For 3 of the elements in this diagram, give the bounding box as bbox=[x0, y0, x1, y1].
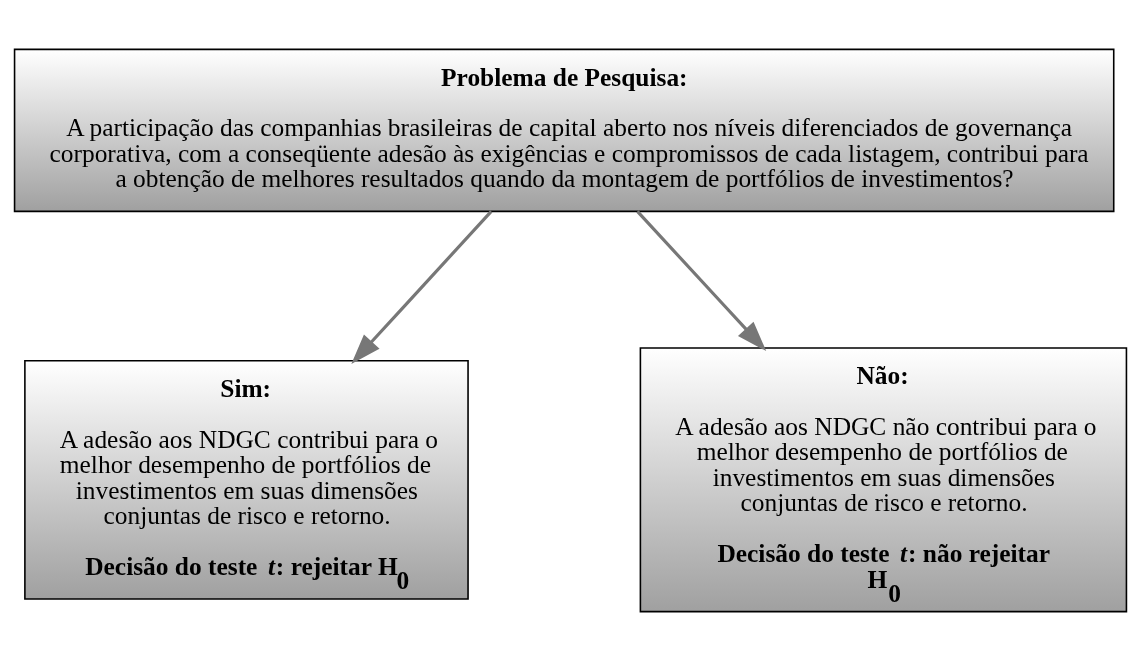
node-box: Problema de Pesquisa: A participação das companhias brasileiras de capital aberto nos níveis diferenciados de governança corporativa, com a conseqüente adesão às exigências e compromissos de cada listagem, contribui para a obtenção de melhores resultados quando da montagem de portfólios de investimentos? bbox=[13, 48, 1115, 213]
arrow bbox=[636, 210, 767, 352]
arrow bbox=[351, 210, 493, 364]
